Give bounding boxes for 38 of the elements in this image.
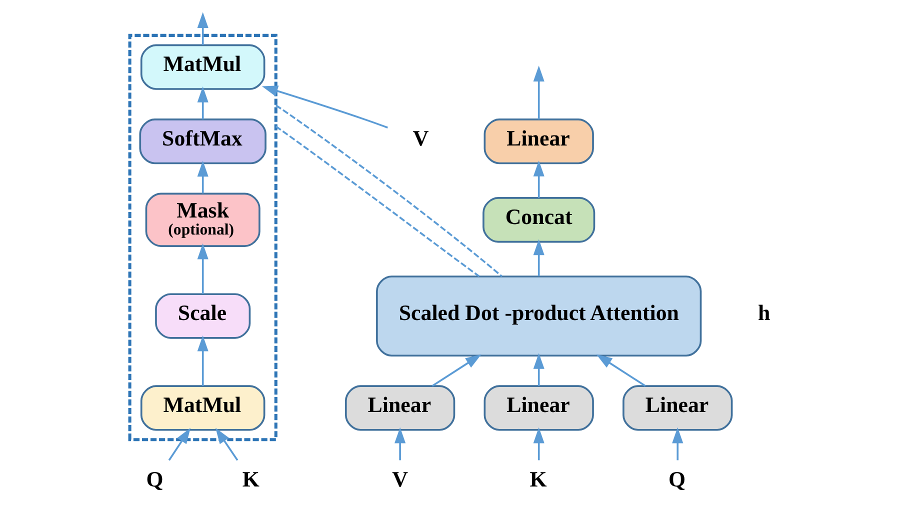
node-text: V xyxy=(412,124,429,150)
node-text: V xyxy=(392,466,408,491)
arrow xyxy=(533,426,544,460)
node-text: K xyxy=(242,466,260,491)
node-box: Scaled Dot -product Attention xyxy=(376,275,702,356)
connector xyxy=(275,125,480,277)
arrow xyxy=(262,85,388,128)
arrow xyxy=(197,12,208,45)
label: h xyxy=(758,300,770,325)
cluster xyxy=(128,33,278,441)
node-box: Concat xyxy=(482,196,596,242)
arrow xyxy=(197,242,208,294)
node-box: Linear xyxy=(484,384,594,430)
node-text: Q xyxy=(668,466,686,491)
node-box: Linear xyxy=(622,384,733,430)
connector xyxy=(275,104,502,277)
node-box: Mask (optional) xyxy=(145,192,260,246)
arrow xyxy=(197,86,208,119)
node-box: Scale xyxy=(155,292,251,338)
arrow xyxy=(394,426,406,460)
node-box: SoftMax xyxy=(139,118,266,164)
arrow xyxy=(168,427,190,460)
arrow xyxy=(533,160,544,198)
arrow xyxy=(533,352,544,386)
arrow xyxy=(216,427,238,460)
node-box: Linear xyxy=(344,384,456,430)
arrow xyxy=(596,354,646,386)
node-box: MatMul xyxy=(140,44,266,90)
node-text: K xyxy=(530,466,547,491)
arrow xyxy=(197,160,208,193)
arrow xyxy=(672,426,684,460)
node-box: MatMul xyxy=(140,384,266,430)
arrow xyxy=(533,65,544,119)
arrow xyxy=(197,334,208,386)
arrow xyxy=(533,238,544,276)
arrow xyxy=(432,354,482,386)
node-box: Linear xyxy=(484,118,594,164)
node-text: Q xyxy=(146,466,164,491)
